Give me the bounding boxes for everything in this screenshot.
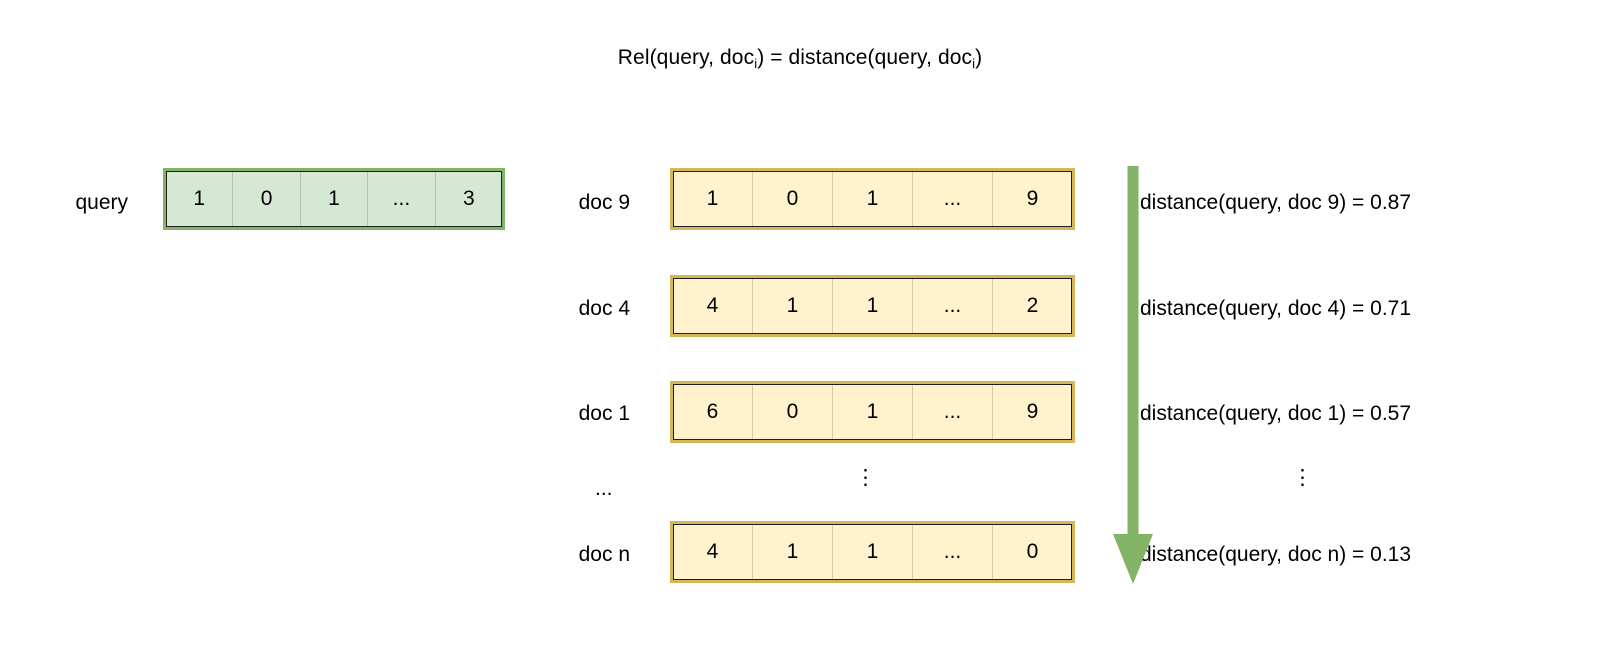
formula-subscript-2: i [972, 56, 976, 71]
doc-cell: 0 [753, 171, 833, 227]
down-arrow-icon [1113, 166, 1153, 584]
doc-cell: 1 [833, 524, 913, 580]
query-label: query [75, 191, 128, 214]
formula-prefix: Rel(query, doc [617, 46, 755, 69]
doc-cell: 4 [673, 524, 753, 580]
formula-subscript-1: i [754, 56, 758, 71]
distance-column-ellipsis-icon: ⋮ [1292, 466, 1313, 489]
doc-cell: 0 [753, 384, 833, 440]
doc-cell: 9 [1026, 187, 1039, 210]
formula-middle: ) = distance(query, doc [757, 46, 973, 69]
doc-cell-ellipsis: ... [913, 171, 993, 227]
doc-cell-ellipsis: ... [913, 384, 993, 440]
doc-cell: 1 [833, 278, 913, 334]
doc-cell: 2 [1026, 294, 1039, 317]
doc-cell: 1 [673, 171, 753, 227]
doc-label-3: doc n [578, 543, 630, 566]
doc-label-1: doc 4 [578, 297, 630, 320]
doc-label-2: doc 1 [578, 402, 630, 425]
formula-suffix: ) [975, 46, 983, 69]
doc-cell: 4 [673, 278, 753, 334]
query-cell: 1 [301, 171, 369, 227]
label-column-ellipsis-icon: ... [595, 477, 613, 500]
formula-title: Rel(query, doci) = distance(query, doci) [0, 46, 1600, 71]
distance-annotation-2: distance(query, doc 1) = 0.57 [1140, 402, 1412, 425]
doc-cell: 1 [753, 524, 833, 580]
doc-cell: 0 [1026, 540, 1039, 563]
doc-cell-ellipsis: ... [913, 278, 993, 334]
doc-cell: 1 [753, 278, 833, 334]
doc-vector-1: 4 1 1 ... 2 [670, 275, 1075, 337]
ranking-arrow [1096, 162, 1176, 587]
distance-annotation-1: distance(query, doc 4) = 0.71 [1140, 297, 1412, 320]
doc-vector-3: 4 1 1 ... 0 [670, 521, 1075, 583]
doc-cell: 1 [833, 171, 913, 227]
doc-cell: 1 [833, 384, 913, 440]
query-cell: 1 [166, 171, 234, 227]
doc-label-0: doc 9 [578, 191, 630, 214]
doc-cell: 6 [673, 384, 753, 440]
query-vector: 1 0 1 ... 3 [163, 168, 505, 230]
distance-annotation-0: distance(query, doc 9) = 0.87 [1140, 191, 1412, 214]
doc-vector-0: 1 0 1 ... 9 [670, 168, 1075, 230]
query-cell: 0 [233, 171, 301, 227]
distance-annotation-3: distance(query, doc n) = 0.13 [1140, 543, 1412, 566]
vector-column-ellipsis-icon: ⋮ [855, 466, 876, 489]
doc-cell-ellipsis: ... [913, 524, 993, 580]
query-cell-ellipsis: ... [368, 171, 436, 227]
query-cell: 3 [462, 187, 475, 210]
doc-vector-2: 6 0 1 ... 9 [670, 381, 1075, 443]
doc-cell: 9 [1026, 400, 1039, 423]
